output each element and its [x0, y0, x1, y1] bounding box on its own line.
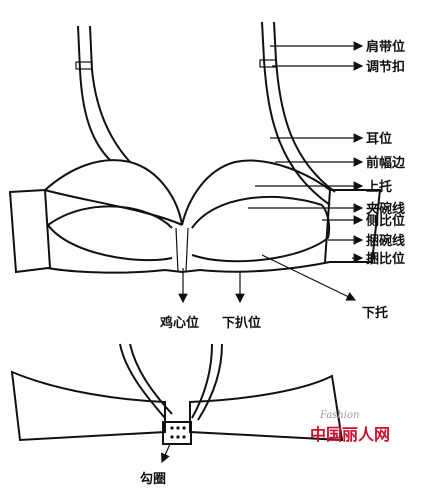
left-side-panel [44, 189, 51, 269]
back-band-outline [10, 370, 166, 442]
label-ear: 耳位 [366, 131, 392, 147]
label-cup-seam: 夹碗线 [366, 201, 405, 217]
left-adjuster [75, 61, 93, 70]
left-cup-lower [47, 224, 173, 262]
label-adjuster: 调节扣 [366, 59, 405, 75]
leader-lines [178, 41, 364, 304]
right-side-panel [324, 189, 331, 263]
right-cup-seam [191, 196, 323, 229]
back-band-outline-right [189, 374, 344, 442]
bra-front-drawing [8, 21, 382, 274]
back-strap-left-inner [129, 343, 173, 415]
bra-back-drawing [10, 343, 344, 464]
label-upper-support: 上托 [366, 179, 392, 195]
label-wire-line: 捆碗线 [366, 233, 405, 249]
center-gore [175, 227, 189, 273]
left-strap [77, 25, 111, 161]
right-strap [261, 21, 331, 206]
label-band-panel: 捆比位 [366, 251, 405, 267]
label-shoulder-strap: 肩带位 [366, 39, 405, 55]
label-side-panel: 侧比位 [366, 213, 405, 229]
watermark: Fashion 中国丽人网 [310, 410, 390, 444]
right-strap-inner [273, 21, 336, 193]
back-strap-right [191, 343, 213, 419]
watermark-cn: 中国丽人网 [310, 425, 390, 444]
left-strap-inner [89, 25, 131, 163]
left-cup-seam [47, 205, 173, 229]
back-strap-right-inner [197, 343, 223, 421]
right-cup-lower [191, 237, 329, 263]
watermark-en: Fashion [319, 410, 359, 421]
back-strap-left [119, 343, 166, 419]
right-adjuster [259, 59, 277, 68]
label-front-edge: 前幅边 [366, 155, 406, 171]
hook-eye [162, 421, 192, 445]
labels: 肩带位 调节扣 耳位 前幅边 上托 夹碗线 侧比位 捆碗线 捆比位 下托 鸡心位… [159, 39, 406, 331]
label-lower-grip: 下扒位 [222, 315, 261, 331]
label-center-gore: 鸡心位 [159, 315, 199, 331]
label-lower-support: 下托 [362, 305, 388, 321]
label-hook: 勾圈 [140, 471, 166, 487]
bra-outline [8, 159, 382, 274]
